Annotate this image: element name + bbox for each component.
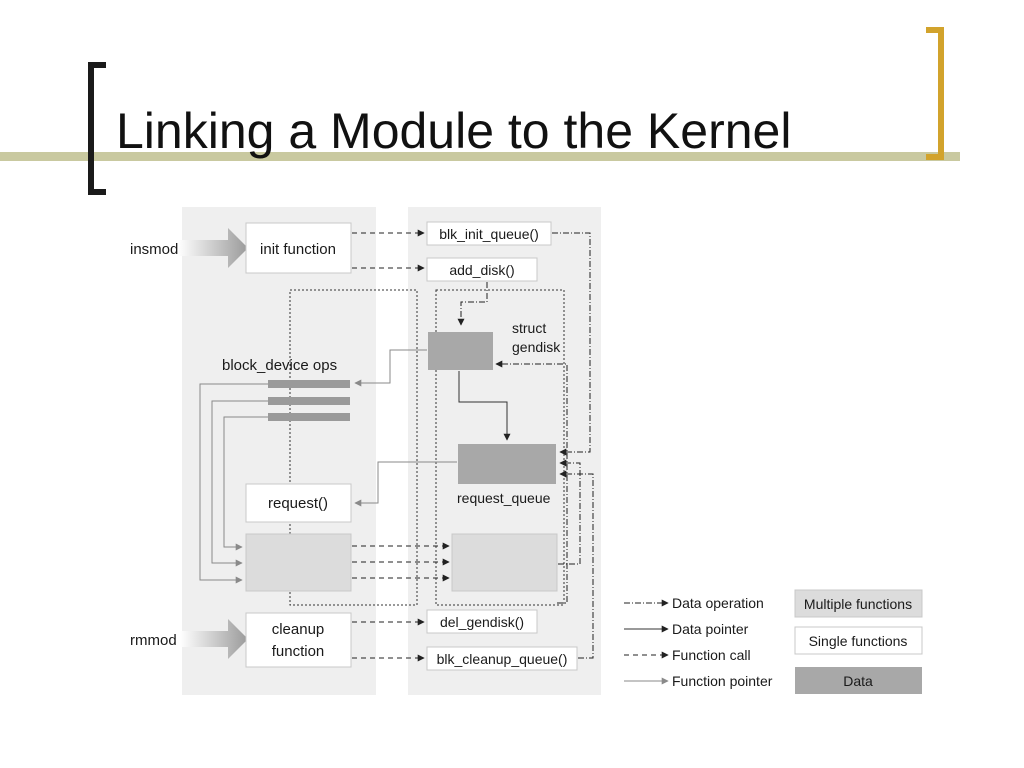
cleanup-function-box [245, 612, 352, 668]
init-function-label: init function [260, 241, 336, 258]
insmod-label: insmod [130, 241, 178, 258]
rmmod-arrow [180, 619, 248, 659]
gendisk-to-request-queue-pointer [458, 371, 511, 441]
request-queue-label: request_queue [457, 490, 551, 506]
legend-single-functions-swatch [794, 626, 923, 655]
legend-data-operation-label: Data operation [672, 595, 764, 611]
insmod-arrow [178, 228, 248, 268]
blk-init-queue-box [426, 221, 552, 246]
init-function-box [245, 222, 352, 274]
block-device-ops-bar [268, 397, 350, 405]
module-ops-group-outline [289, 289, 418, 606]
blk-init-queue-to-request-queue-operation [552, 232, 591, 456]
kernel-functions-to-gendisk-operation [495, 360, 568, 604]
add-disk-box [426, 257, 538, 282]
kernel-data-group-outline [435, 289, 565, 606]
block-device-ops-label: block_device ops [222, 357, 337, 374]
add-disk-label: add_disk() [449, 262, 514, 278]
title-underline-bar [0, 152, 960, 161]
block-device-ops-bar [268, 380, 350, 388]
right-bracket-decoration [926, 27, 944, 160]
legend-data-label: Data [843, 673, 873, 689]
kernel-functions-to-request-queue-operation [558, 459, 581, 565]
gendisk-label-line1: struct [512, 320, 546, 336]
request-function-label: request() [268, 495, 328, 512]
blk-cleanup-queue-to-request-queue-operation [559, 470, 594, 659]
legend-multiple-functions-swatch [794, 589, 923, 618]
legend-function-call-label: Function call [672, 647, 751, 663]
legend-data-pointer-label: Data pointer [672, 621, 749, 637]
left-bracket-decoration [88, 62, 106, 195]
legend-multiple-functions-label: Multiple functions [804, 596, 912, 612]
rmmod-label: rmmod [130, 632, 177, 649]
del-gendisk-label: del_gendisk() [440, 614, 524, 630]
block-device-op-pointer [199, 383, 268, 584]
page-title: Linking a Module to the Kernel [116, 103, 792, 159]
add-disk-to-gendisk-operation [457, 282, 488, 326]
blk-cleanup-queue-box [426, 646, 578, 671]
diagram-legend: Data operation Data pointer Function cal… [624, 589, 923, 694]
request-queue-data-box [458, 444, 556, 484]
blk-cleanup-queue-label: blk_cleanup_queue() [437, 651, 568, 667]
block-device-op-pointer [211, 400, 268, 567]
kernel-multiple-functions-box [451, 533, 558, 592]
legend-function-pointer-label: Function pointer [672, 673, 773, 689]
del-gendisk-box [426, 609, 538, 634]
cleanup-function-label-line2: function [272, 643, 325, 660]
block-device-op-pointer [223, 416, 268, 551]
module-multiple-functions-box [245, 533, 352, 592]
request-function-box [245, 483, 352, 523]
blk-init-queue-label: blk_init_queue() [439, 226, 539, 242]
block-device-ops-bar [268, 413, 350, 421]
gendisk-to-block-device-ops-pointer [354, 349, 427, 387]
legend-data-swatch [795, 667, 922, 694]
gendisk-data-box [428, 332, 493, 370]
legend-single-functions-label: Single functions [809, 633, 908, 649]
gendisk-label-line2: gendisk [512, 339, 561, 355]
request-queue-to-request-pointer [354, 461, 457, 507]
cleanup-function-label-line1: cleanup [272, 621, 325, 638]
